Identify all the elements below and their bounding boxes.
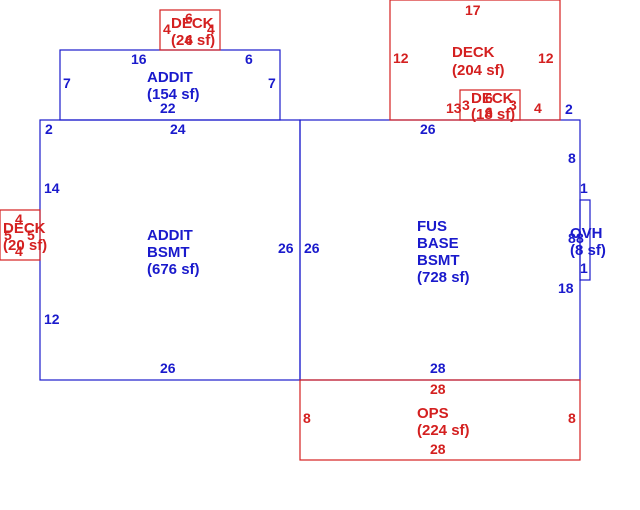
- deck-left-dim-right: 5: [27, 227, 35, 243]
- deck-top-small-dim-bottom: 6: [185, 32, 193, 48]
- ovh-dim-bottom: 1: [580, 260, 588, 276]
- fus-dim-right-lower: 18: [558, 280, 574, 296]
- deck-top-small-dim-left: 4: [163, 21, 171, 37]
- deck-large-dim-bottom-right: 4: [534, 100, 542, 116]
- fus-dim-bottom: 28: [430, 360, 446, 376]
- deck-inner-label-2: (18 sf): [471, 106, 515, 123]
- addit-upper-dim-top-right: 6: [245, 51, 253, 67]
- deck-large-area: DECK (204 sf) 17 12 12 13 4: [389, 0, 561, 121]
- ovh-dim-side: 8: [568, 230, 576, 246]
- addit-upper-area: ADDIT (154 sf) 16 6 7 7 22: [59, 49, 281, 121]
- ops-dim-bottom: 28: [430, 441, 446, 457]
- deck-left-dim-top: 4: [15, 211, 23, 227]
- ops-label-1: OPS: [417, 405, 449, 422]
- deck-left-label-2: (20 sf): [3, 237, 47, 254]
- addit-bsmt-label-1: ADDIT: [147, 227, 193, 244]
- fus-dim-top: 26: [420, 121, 436, 137]
- deck-top-small-label-1: DECK: [171, 15, 214, 32]
- addit-bsmt-dim-right: 26: [278, 240, 294, 256]
- fus-label-3: BSMT: [417, 252, 460, 269]
- ops-dim-left: 8: [303, 410, 311, 426]
- deck-inner-dim-left: 3: [462, 97, 470, 113]
- fus-base-bsmt-area: FUS BASE BSMT (728 sf) 26 26 8 18 2 28: [299, 101, 581, 381]
- deck-inner-dim-right: 3: [509, 97, 517, 113]
- deck-left-dim-left: 5: [4, 227, 12, 243]
- deck-inner-dim-top: 6: [485, 90, 493, 106]
- addit-upper-label-2: (154 sf): [147, 86, 200, 103]
- deck-inner-outline: [459, 89, 521, 121]
- fus-dim-top-right: 2: [565, 101, 573, 117]
- addit-upper-label-1: ADDIT: [147, 69, 193, 86]
- ops-outline: [299, 379, 581, 461]
- addit-upper-dim-top-left: 16: [131, 51, 147, 67]
- addit-bsmt-dim-bottom: 26: [160, 360, 176, 376]
- deck-top-small-outline: [159, 9, 221, 51]
- addit-bsmt-area: ADDIT BSMT (676 sf) 2 24 14 12 26 26: [39, 119, 301, 381]
- ovh-label-2: (8 sf): [570, 242, 606, 259]
- deck-inner-area: DECK (18 sf) 3 3 6 6: [459, 89, 521, 123]
- addit-upper-dim-right: 7: [268, 75, 276, 91]
- addit-bsmt-label-2: BSMT: [147, 244, 190, 261]
- fus-label-4: (728 sf): [417, 269, 470, 286]
- fus-label-1: FUS: [417, 218, 447, 235]
- deck-left-area: DECK (20 sf) 4 4 5 5: [0, 209, 47, 261]
- fus-dim-right-upper: 8: [568, 150, 576, 166]
- ops-dim-top: 28: [430, 381, 446, 397]
- deck-large-dim-bottom-left: 13: [446, 100, 462, 116]
- deck-left-outline: [0, 209, 41, 261]
- addit-bsmt-dim-top: 24: [170, 121, 186, 137]
- fus-dim-left: 26: [304, 240, 320, 256]
- deck-large-dim-top: 17: [465, 2, 481, 18]
- deck-large-dim-right: 12: [538, 50, 554, 66]
- ovh-area: OVH (8 sf) 1 1 8 8: [568, 180, 606, 281]
- deck-large-label-1: DECK: [452, 44, 495, 61]
- deck-inner-dim-bottom: 6: [485, 104, 493, 120]
- addit-bsmt-label-3: (676 sf): [147, 261, 200, 278]
- deck-left-dim-bottom: 4: [15, 243, 23, 259]
- addit-upper-dim-bottom: 22: [160, 100, 176, 116]
- addit-upper-dim-left: 7: [63, 75, 71, 91]
- deck-large-dim-left: 12: [393, 50, 409, 66]
- deck-left-label-1: DECK: [3, 220, 46, 237]
- ops-dim-right: 8: [568, 410, 576, 426]
- addit-bsmt-dim-left-lower: 12: [44, 311, 60, 327]
- fus-label-2: BASE: [417, 235, 459, 252]
- ovh-label-1: OVH: [570, 225, 603, 242]
- ops-label-2: (224 sf): [417, 422, 470, 439]
- deck-top-small-label-2: (24 sf): [171, 32, 215, 49]
- deck-top-small-area: DECK (24 sf) 4 4 6 6: [159, 9, 221, 51]
- addit-bsmt-dim-top-left: 2: [45, 121, 53, 137]
- deck-top-small-dim-right: 4: [207, 21, 215, 37]
- ops-area: OPS (224 sf) 28 28 8 8: [299, 379, 581, 461]
- addit-bsmt-dim-left-upper: 14: [44, 180, 60, 196]
- deck-large-label-2: (204 sf): [452, 62, 505, 79]
- ovh-outline: [579, 199, 591, 281]
- deck-top-small-dim-top: 6: [185, 10, 193, 26]
- ovh-dim-side-2: 8: [576, 230, 584, 246]
- ovh-dim-top: 1: [580, 180, 588, 196]
- deck-inner-label-1: DECK: [471, 90, 514, 107]
